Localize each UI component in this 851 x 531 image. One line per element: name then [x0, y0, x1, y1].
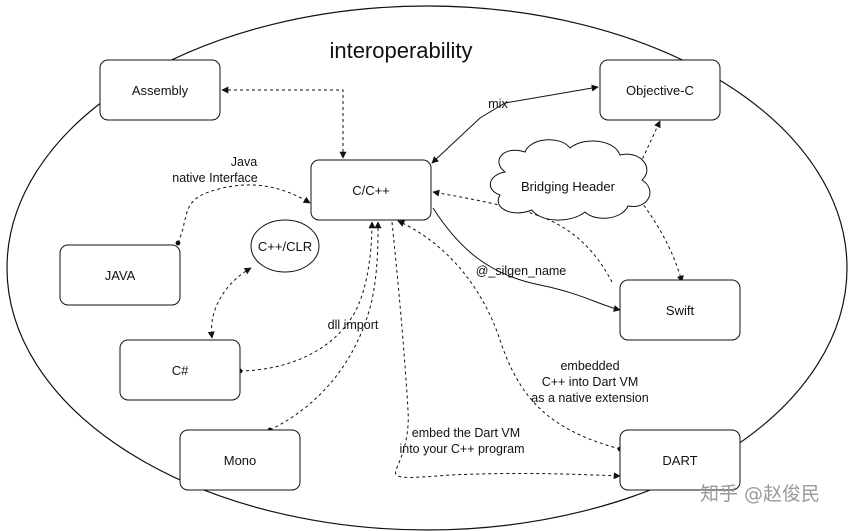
node-objc [599, 59, 721, 121]
edge-label-embed-vm-1: embed the Dart VM [412, 426, 520, 440]
node-assembly [99, 59, 221, 121]
edge-mix [431, 84, 599, 164]
edge-silgen [432, 207, 621, 312]
edge-label-embedded-1: embedded [560, 359, 619, 373]
node-mono [179, 429, 301, 491]
edge-embedded [397, 220, 623, 452]
edge-label-jni-1: Java [231, 155, 257, 169]
node-bridging-header [490, 139, 651, 221]
label-assembly: Assembly [132, 83, 189, 98]
label-swift: Swift [666, 303, 695, 318]
watermark: 知乎 @赵俊民 [700, 483, 820, 505]
label-objc: Objective-C [626, 83, 694, 98]
edge-clr-csharp [207, 267, 252, 339]
node-java [59, 244, 181, 306]
edge-label-mix: mix [488, 97, 508, 111]
node-swift [619, 279, 741, 341]
edge-label-silgen: @_silgen_name [476, 264, 567, 278]
node-cppclr [250, 219, 320, 273]
edge-label-dll: dll import [328, 318, 379, 332]
label-mono: Mono [224, 453, 257, 468]
edge-bridging-objc [634, 120, 661, 176]
edge-label-embedded-3: as a native extension [531, 391, 648, 405]
node-dart [619, 429, 741, 491]
edge-label-jni-2: native Interface [172, 171, 258, 185]
diagram-title: interoperability [329, 38, 472, 63]
node-cpp [310, 159, 432, 221]
edge-jni [175, 184, 311, 246]
edge-label-embedded-2: C++ into Dart VM [542, 375, 639, 389]
label-cpp: C/C++ [352, 183, 390, 198]
node-csharp [119, 339, 241, 401]
interoperability-boundary [6, 5, 848, 531]
edge-assembly-cpp [221, 86, 347, 159]
label-bridging-header: Bridging Header [521, 179, 616, 194]
label-java: JAVA [105, 268, 136, 283]
edge-embed-vm [391, 221, 621, 480]
edge-label-embed-vm-2: into your C++ program [399, 442, 524, 456]
label-dart: DART [662, 453, 697, 468]
label-csharp: C# [172, 363, 189, 378]
label-cppclr: C++/CLR [258, 239, 312, 254]
